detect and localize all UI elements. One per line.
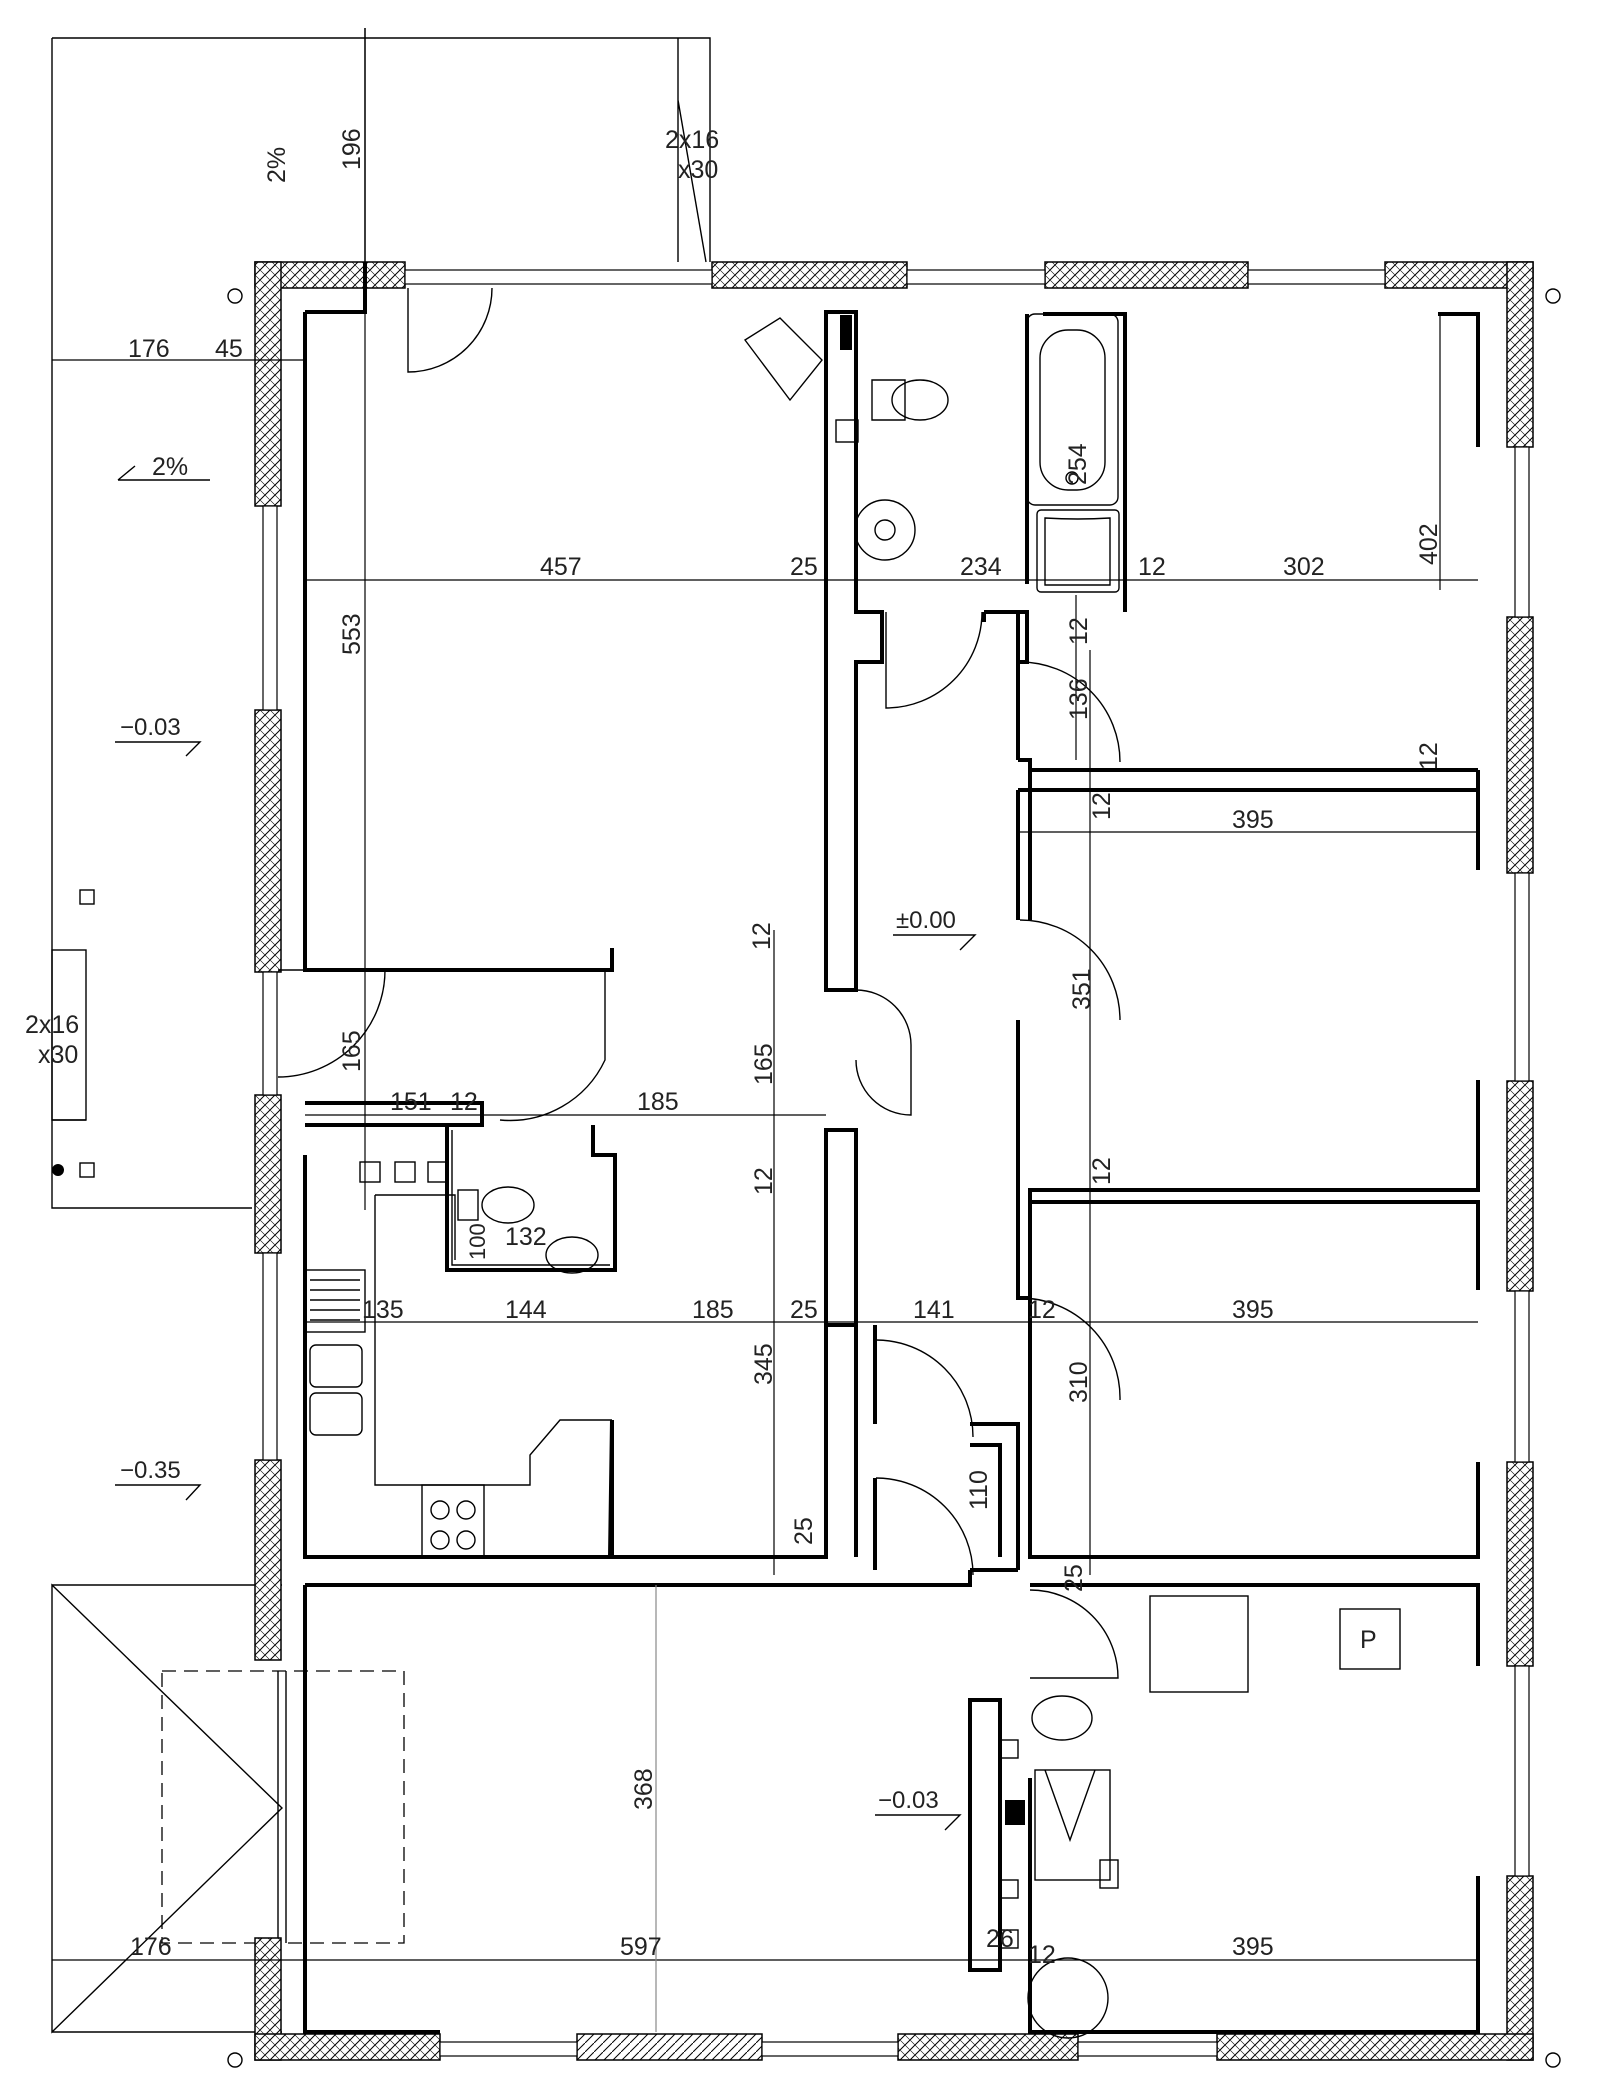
- dim-185b: 185: [692, 1296, 734, 1324]
- terrace-top: [51, 28, 711, 1209]
- dim-12e: 12: [748, 922, 776, 950]
- roof-hip-bottom-left: [51, 1583, 405, 2034]
- dim-room3-width: 395: [1232, 806, 1274, 834]
- dim-135: 135: [362, 1296, 404, 1324]
- dim-wc-100: 100: [465, 1223, 490, 1260]
- wc-small-fixtures: [359, 1161, 599, 1274]
- dim-12f: 12: [450, 1088, 478, 1116]
- dim-left-beam-2: x30: [38, 1041, 78, 1069]
- left-beam-outline: [51, 949, 87, 1121]
- dim-25c: 25: [790, 1517, 818, 1545]
- dim-room3-height: 351: [1068, 968, 1096, 1010]
- dim-room2-height: 402: [1415, 523, 1443, 565]
- level-garage: −0.03: [878, 1787, 939, 1814]
- dim-left-beam-1: 2x16: [25, 1011, 79, 1039]
- dim-12d: 12: [1088, 792, 1116, 820]
- dim-12h: 12: [1088, 1157, 1116, 1185]
- dim-176b: 176: [130, 1933, 172, 1961]
- axis-markers: [52, 288, 1561, 2068]
- dim-room1-width: 457: [540, 553, 582, 581]
- inner-walls: [303, 262, 1480, 2034]
- dim-26: 26: [986, 1925, 1014, 1953]
- dim-roof-beam-2: x30: [678, 156, 718, 184]
- small-wc-room: [445, 1125, 617, 1272]
- dim-12b: 12: [1065, 617, 1093, 645]
- level-markers: [115, 465, 977, 1831]
- dim-room2-width: 302: [1283, 553, 1325, 581]
- level-terrace-kitchen: −0.35: [120, 1457, 181, 1484]
- dim-165b: 165: [750, 1043, 778, 1085]
- dim-144: 144: [505, 1296, 547, 1324]
- chimney: [743, 315, 852, 402]
- bathtub: [1026, 313, 1120, 593]
- boiler-label: P: [1360, 1626, 1377, 1654]
- dim-12i: 12: [1028, 1296, 1056, 1324]
- doors: [277, 287, 1121, 1679]
- dim-110: 110: [965, 1470, 993, 1510]
- dim-room1-height: 553: [338, 613, 366, 655]
- dim-25d: 25: [1060, 1564, 1088, 1592]
- dimension-lines: [52, 28, 1478, 2032]
- dim-roof-beam-1: 2x16: [665, 126, 719, 154]
- dim-345: 345: [750, 1343, 778, 1385]
- dim-top-roof-height: 196: [338, 128, 366, 170]
- level-terrace-left: −0.03: [120, 714, 181, 741]
- kitchen: [304, 1194, 612, 1558]
- dim-310: 310: [1065, 1361, 1093, 1403]
- toilet-top: [835, 379, 949, 561]
- dim-room5-width: 395: [1232, 1933, 1274, 1961]
- dim-12g: 12: [750, 1167, 778, 1195]
- dim-left-ext: 176: [128, 335, 170, 363]
- dim-185a: 185: [637, 1088, 679, 1116]
- dim-25b: 25: [790, 1296, 818, 1324]
- dim-left-wall: 45: [215, 335, 243, 363]
- dim-garage-width: 597: [620, 1933, 662, 1961]
- dim-wall-25a: 25: [790, 553, 818, 581]
- level-hall: ±0.00: [896, 907, 956, 934]
- dim-bath-tub: 254: [1064, 443, 1092, 485]
- boiler-room: [999, 1595, 1401, 2039]
- dim-12j: 12: [1028, 1941, 1056, 1969]
- dim-165a: 165: [338, 1030, 366, 1072]
- dim-151: 151: [390, 1088, 432, 1116]
- dim-bath-width: 234: [960, 553, 1002, 581]
- dim-left-slope: 2%: [152, 453, 188, 481]
- dim-top-roof-slope: 2%: [263, 147, 291, 183]
- dim-wc-132: 132: [505, 1223, 547, 1251]
- dim-door-136: 136: [1065, 678, 1093, 720]
- dim-room4-width: 395: [1232, 1296, 1274, 1324]
- dim-12c: 12: [1415, 742, 1443, 770]
- dim-141: 141: [913, 1296, 955, 1324]
- dim-garage-height: 368: [630, 1768, 658, 1810]
- dim-wall-12a: 12: [1138, 553, 1166, 581]
- outer-walls: [254, 261, 1534, 2061]
